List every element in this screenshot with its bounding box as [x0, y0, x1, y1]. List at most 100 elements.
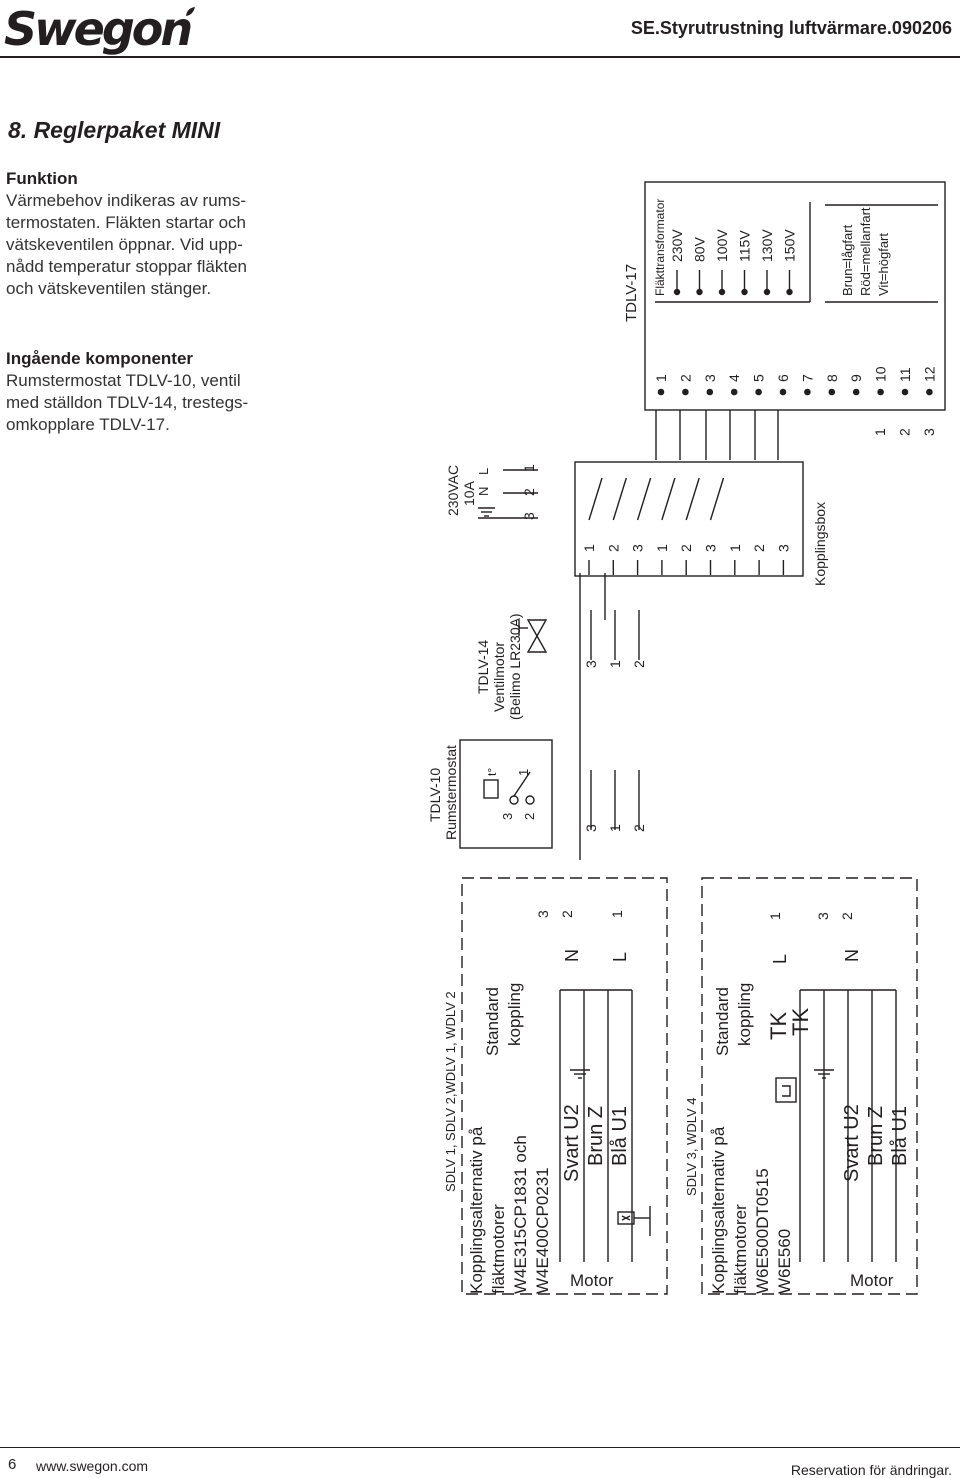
tdlv10-name: TDLV-10 [427, 768, 443, 822]
header-rule [0, 56, 960, 58]
group1-term-2: 2 [559, 910, 575, 918]
kbox-switch [661, 477, 676, 521]
ingaende-block: Ingående komponenter Rumstermostat TDLV-… [6, 348, 276, 436]
tdlv14-terminal: 1 [607, 660, 623, 668]
group2-frame [701, 877, 918, 1295]
funktion-line: termostaten. Fläkten startar och [6, 213, 246, 232]
terminal-dot [926, 388, 933, 396]
tdlv17-terminal-label: 10 [873, 366, 889, 382]
contact-1: 1 [516, 769, 531, 776]
transformer-tap-label: 130V [759, 229, 775, 262]
group2-term-2: 2 [839, 912, 855, 920]
kopplingsbox-terminal: 1 [581, 544, 597, 552]
thermostat-switch [513, 771, 531, 797]
tdlv17-box [644, 181, 946, 411]
tap-dot [763, 288, 771, 296]
group1-wire-blue: Blå U1 [609, 1106, 631, 1166]
kopplingsbox-terminal: 3 [703, 544, 719, 552]
group1-term-3: 3 [535, 910, 551, 918]
kbox-switch [636, 477, 652, 521]
tdlv17-terminal-label: 5 [751, 374, 767, 382]
group2-line: W6E560 [775, 1229, 794, 1294]
temperature-symbol: t° [485, 768, 499, 776]
thermal-protector-icon [617, 1206, 651, 1236]
transformer-title: Fläkttransformator [653, 199, 667, 296]
tdlv17-terminal-label: 2 [677, 374, 693, 382]
group1-line: fläktmotorer [489, 1204, 508, 1294]
group2-line: W6E500DT0515 [753, 1168, 772, 1294]
supply-neutral: N [476, 487, 491, 496]
contact-3-icon [509, 795, 519, 805]
tdlv17-terminal-label: 6 [775, 374, 791, 382]
group2-motor: Motor [850, 1271, 894, 1290]
thermal-contact-icon [775, 1077, 797, 1103]
color-legend-high: Vit=högfart [876, 233, 891, 296]
valve-icon [518, 619, 548, 653]
tap-dot [696, 288, 703, 296]
group1-line: W4E400CP0231 [533, 1167, 552, 1294]
tap-dot [786, 288, 793, 296]
group1-standard: Standard [483, 987, 502, 1056]
tdlv14-terminal: 3 [583, 660, 599, 668]
supply-terminal: 2 [521, 488, 537, 496]
ingaende-line: omkopplare TDLV-17. [6, 415, 170, 434]
terminal-dot [730, 388, 738, 396]
footer-url[interactable]: www.swegon.com [36, 1458, 149, 1474]
group2-standard: Standard [713, 987, 732, 1056]
kbox-switch [588, 477, 603, 521]
tdlv17-output-label: 3 [921, 428, 937, 436]
group1-term-1: 1 [609, 910, 625, 918]
group2-wire-black: Svart U2 [841, 1104, 863, 1182]
group2-header: SDLV 3, WDLV 4 [684, 1098, 699, 1197]
section-title: 8. Reglerpaket MINI [8, 117, 221, 143]
tdlv10-box [459, 739, 553, 849]
tdlv14-terminal: 2 [631, 660, 647, 668]
logo-leaf-icon [186, 7, 195, 16]
funktion-line: Värmebehov indikeras av rums- [6, 191, 246, 210]
group2-neutral: N [842, 949, 862, 962]
contact-3: 3 [500, 813, 515, 820]
terminal-dot [755, 388, 762, 396]
group1-frame [461, 877, 668, 1295]
tdlv17-terminal-label: 8 [824, 374, 840, 382]
funktion-line: nådd temperatur stoppar fläkten [6, 257, 247, 276]
tdlv14-model: (Belimo LR230A) [507, 613, 523, 720]
terminal-dot [828, 388, 836, 396]
kopplingsbox-frame [574, 461, 804, 577]
group2-standard: koppling [735, 983, 754, 1046]
group1-line: Kopplingsalternativ på [467, 1126, 486, 1294]
earth-icon [814, 1069, 834, 1079]
tdlv17-terminal-label: 9 [848, 374, 864, 382]
tdlv17-terminal-label: 12 [921, 366, 937, 382]
terminal-dot [779, 388, 787, 396]
kopplingsbox-terminal: 2 [605, 544, 621, 552]
tdlv17-terminal-label: 11 [897, 367, 913, 382]
transformer-tap-label: 100V [714, 229, 730, 262]
supply-230vac: 230VAC 10A N L 321 [445, 464, 538, 520]
kopplingsbox-terminal: 2 [678, 544, 694, 552]
transformer-tap-label: 115V [737, 230, 753, 262]
supply-voltage: 230VAC [445, 465, 461, 516]
kopplingsbox-terminal: 3 [630, 544, 646, 552]
tdlv17-output-label: 2 [896, 428, 912, 436]
terminal-dot [804, 388, 811, 396]
tdlv10-desc: Rumstermostat [443, 745, 459, 840]
earth-icon [478, 507, 538, 519]
tap-dot [718, 288, 726, 296]
terminal-dot [657, 388, 665, 396]
kbox-switch [612, 477, 627, 521]
group2-live: L [770, 954, 790, 964]
kopplingsbox-label: Kopplingsbox [812, 502, 828, 586]
tdlv17-terminal-label: 7 [799, 374, 815, 382]
group2-tk-1: TK [766, 1012, 791, 1040]
earth-icon [570, 1069, 590, 1079]
kopplingsbox-terminal: 2 [751, 544, 767, 552]
group2-line: fläktmotorer [731, 1204, 750, 1294]
group2-term-1: 1 [767, 912, 783, 920]
transformer-tap-label: 230V [669, 229, 685, 262]
group1-standard: koppling [505, 983, 524, 1046]
document-code: SE.Styrutrustning luftvärmare.090206 [630, 18, 952, 38]
group1-neutral: N [562, 949, 582, 962]
